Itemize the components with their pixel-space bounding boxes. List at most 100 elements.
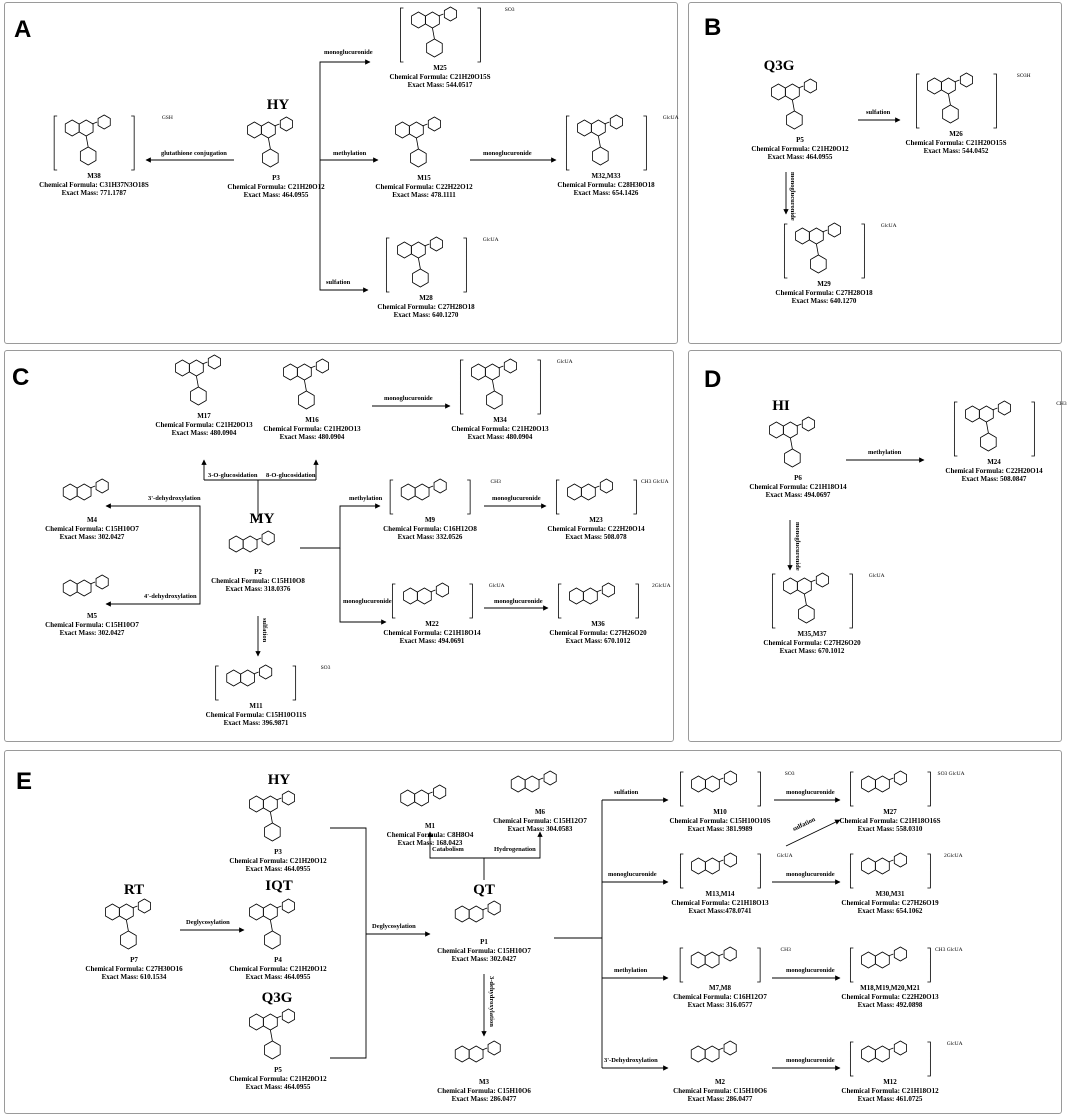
- structure-sketch: [248, 790, 295, 842]
- compound-id: M3: [478, 1078, 490, 1086]
- substituent-tag: GlcUA: [776, 853, 793, 859]
- compound-id: M18,M19,M20,M21: [860, 984, 920, 992]
- arrow-e-up2: [484, 831, 543, 859]
- substituent-tag: GlcUA: [662, 115, 679, 121]
- compound-mass: Exact Mass: 464.0955: [245, 973, 311, 981]
- compound-id: M15: [417, 174, 431, 182]
- compound-formula: Chemical Formula: C21H20O13: [451, 424, 549, 433]
- rx-c-mono-m9: monoglucuronide: [492, 495, 541, 502]
- compound-id: M2: [714, 1078, 726, 1086]
- compound-id: P5: [796, 136, 804, 144]
- compound-mass: Exact Mass: 670.1012: [779, 647, 845, 655]
- compound-formula: Chemical Formula: C21H18O13: [671, 898, 769, 907]
- label-hy-e: HY: [267, 772, 291, 788]
- structure-sketch: [282, 358, 329, 410]
- rx-e-deg1: Deglycosylation: [186, 919, 230, 926]
- compound-mass: Exact Mass: 464.0955: [767, 153, 833, 161]
- compound-formula: Chemical Formula: C21H20O15S: [389, 72, 491, 81]
- compound-id: M17: [197, 412, 211, 420]
- compound-id: M10: [713, 808, 727, 816]
- arrow-e-bracket: [330, 827, 367, 1059]
- compound-formula: Chemical Formula: C27H26O20: [549, 628, 647, 637]
- panel-label-d: D: [704, 366, 722, 393]
- compound-formula: Chemical Formula: C21H20O12: [229, 964, 327, 973]
- compound-formula: Chemical Formula: C15H10O6: [437, 1086, 531, 1095]
- compound-id: M12: [883, 1078, 897, 1086]
- compound-mass: Exact Mass: 461.0725: [857, 1095, 923, 1103]
- compound-id: P3: [272, 174, 280, 182]
- compound-id: M4: [86, 516, 98, 524]
- arrow-e-up: [427, 831, 485, 880]
- substituent-tag: SO3: [320, 665, 331, 671]
- compound-formula: Chemical Formula: C21H20O13: [155, 420, 253, 429]
- rx-e-sulf: sulfation: [614, 789, 639, 796]
- structure-sketch: [228, 530, 275, 553]
- structure-sketch: [915, 72, 997, 129]
- panel-label-c: C: [12, 364, 30, 391]
- compound-id: M36: [591, 620, 605, 628]
- substituent-tag: GlcUA: [488, 583, 505, 589]
- rx-e-meth: methylation: [614, 967, 648, 974]
- structure-sketch: [394, 116, 441, 168]
- structure-sketch: [459, 358, 541, 415]
- compound-id: P5: [274, 1066, 282, 1074]
- compound-id: M38: [87, 172, 101, 180]
- compound-formula: Chemical Formula: C21H18O14: [383, 628, 481, 637]
- rx-c-mono-low: monoglucuronide: [343, 598, 392, 605]
- substituent-tag: SO3 GlcUA: [937, 771, 965, 777]
- substituent-tag: GlcUA: [482, 237, 499, 243]
- compound-formula: Chemical Formula: C21H20O12: [229, 1074, 327, 1083]
- compound-mass: Exact Mass: 544.0452: [923, 147, 989, 155]
- label-my-c: MY: [249, 511, 275, 527]
- arrow-c-branch: [300, 503, 381, 549]
- arrow-c-glucos: [204, 479, 316, 520]
- structure-sketch: [849, 1040, 931, 1077]
- compound-mass: Exact Mass: 558.0310: [857, 825, 923, 833]
- label-iqt-e: IQT: [265, 878, 293, 894]
- structure-sketch: [248, 1008, 295, 1060]
- compound-mass: Exact Mass: 544.0517: [407, 81, 473, 89]
- compound-mass: Exact Mass: 286.0477: [451, 1095, 517, 1103]
- compound-id: M22: [425, 620, 439, 628]
- substituent-tag: 2GlcUA: [651, 583, 671, 589]
- rx-e-dehv: 3-dehydroxylation: [488, 976, 495, 1027]
- compound-id: M28: [419, 294, 433, 302]
- rx-c-3deh: 3'-dehydroxylation: [148, 495, 201, 502]
- compound-id: M1: [424, 822, 436, 830]
- structure-sketch: [679, 946, 761, 983]
- compound-formula: Chemical Formula: C22H20O13: [841, 992, 939, 1001]
- rx-b-mono: monoglucuronide: [789, 172, 796, 221]
- compound-formula: Chemical Formula: C27H30O16: [85, 964, 183, 973]
- compound-formula: Chemical Formula: C27H26O20: [763, 638, 861, 647]
- compound-mass: Exact Mass: 508.0847: [961, 475, 1027, 483]
- substituent-tag: GSH: [161, 115, 173, 121]
- compound-formula: Chemical Formula: C21H20O12: [751, 144, 849, 153]
- compound-mass: Exact Mass: 494.0691: [399, 637, 465, 645]
- compound-mass: Exact Mass: 286.0477: [687, 1095, 753, 1103]
- rx-d-mono: monoglucuronide: [794, 522, 801, 571]
- compound-formula: Chemical Formula: C22H20O14: [945, 466, 1043, 475]
- rx-e-deg2: Deglycosylation: [372, 923, 416, 930]
- compound-mass: Exact Mass: 492.0898: [857, 1001, 923, 1009]
- compound-formula: Chemical Formula: C21H20O15S: [905, 138, 1007, 147]
- compound-mass: Exact Mass: 480.0904: [171, 429, 237, 437]
- compound-mass: Exact Mass: 640.1270: [393, 311, 459, 319]
- compound-formula: Chemical Formula: C21H20O13: [263, 424, 361, 433]
- panel-a: [4, 2, 678, 344]
- rx-c-3o: 3-O-glucosidation: [208, 472, 258, 479]
- label-qt-e: QT: [473, 882, 495, 898]
